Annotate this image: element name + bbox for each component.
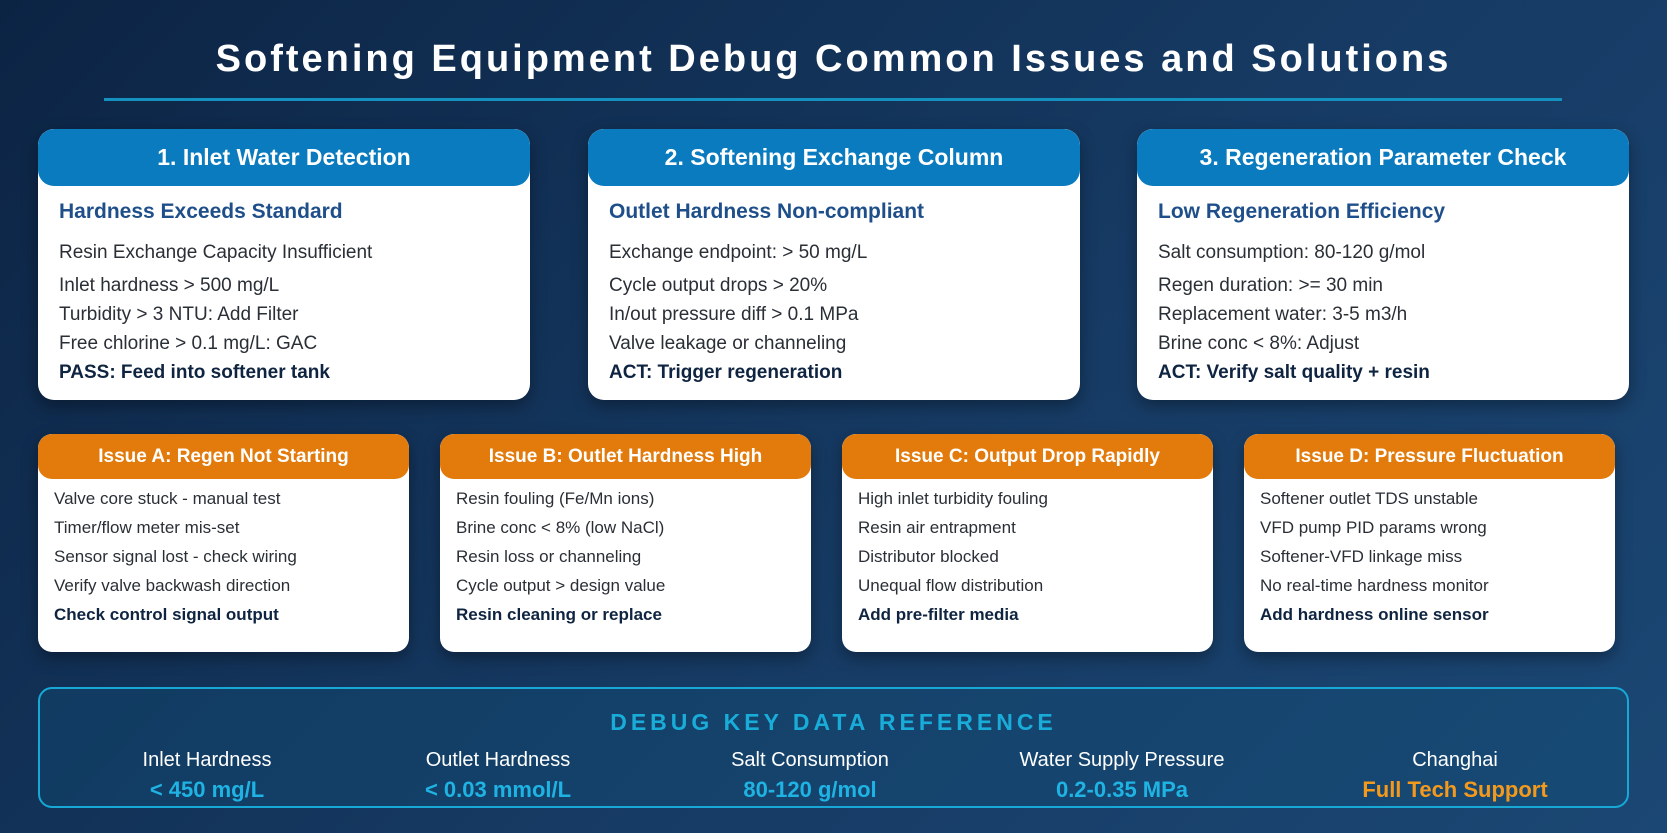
issue-action: Resin cleaning or replace xyxy=(456,605,662,624)
issue-line: VFD pump PID params wrong xyxy=(1260,518,1487,537)
card-line: Inlet hardness > 500 mg/L xyxy=(59,275,280,296)
reference-label: Outlet Hardness xyxy=(425,749,571,771)
card-subtitle: Outlet Hardness Non-compliant xyxy=(609,200,925,223)
card-inlet-water-detection: 1. Inlet Water Detection Hardness Exceed… xyxy=(38,129,530,400)
reference-value: 80-120 g/mol xyxy=(743,777,877,802)
page-title: Softening Equipment Debug Common Issues … xyxy=(215,38,1452,80)
issue-line: Unequal flow distribution xyxy=(858,576,1044,595)
card-action: ACT: Trigger regeneration xyxy=(609,362,843,383)
reference-item-outlet-hardness: Outlet Hardness < 0.03 mmol/L xyxy=(348,749,648,803)
issue-action: Add pre-filter media xyxy=(858,605,1019,624)
card-line: Regen duration: >= 30 min xyxy=(1158,275,1383,296)
card-line: Cycle output drops > 20% xyxy=(609,275,828,296)
issue-line: Softener-VFD linkage miss xyxy=(1260,547,1463,566)
issue-line: Resin fouling (Fe/Mn ions) xyxy=(456,489,655,508)
reference-item-changhai: Changhai Full Tech Support xyxy=(1305,749,1605,803)
issue-header: Issue C: Output Drop Rapidly xyxy=(842,434,1213,479)
card-line: In/out pressure diff > 0.1 MPa xyxy=(609,304,859,325)
reference-item-water-supply-pressure: Water Supply Pressure 0.2-0.35 MPa xyxy=(972,749,1272,803)
card-subtitle: Hardness Exceeds Standard xyxy=(59,200,343,223)
card-line: Exchange endpoint: > 50 mg/L xyxy=(609,242,868,263)
card-line: Turbidity > 3 NTU: Add Filter xyxy=(59,304,299,325)
issue-action: Add hardness online sensor xyxy=(1260,605,1489,624)
issue-line: High inlet turbidity fouling xyxy=(858,489,1048,508)
issue-card-b: Issue B: Outlet Hardness High Resin foul… xyxy=(440,434,811,652)
title-divider xyxy=(104,98,1562,101)
reference-item-salt-consumption: Salt Consumption 80-120 g/mol xyxy=(660,749,960,803)
issue-line: Distributor blocked xyxy=(858,547,999,566)
reference-label: Changhai xyxy=(1412,749,1498,771)
reference-title: DEBUG KEY DATA REFERENCE xyxy=(610,709,1057,735)
card-regeneration-parameter-check: 3. Regeneration Parameter Check Low Rege… xyxy=(1137,129,1629,400)
issue-line: Resin air entrapment xyxy=(858,518,1016,537)
issue-line: Resin loss or channeling xyxy=(456,547,642,566)
card-line: Resin Exchange Capacity Insufficient xyxy=(59,242,373,263)
issue-line: Timer/flow meter mis-set xyxy=(54,518,240,537)
card-action: ACT: Verify salt quality + resin xyxy=(1158,362,1430,383)
card-line: Free chlorine > 0.1 mg/L: GAC xyxy=(59,333,318,354)
issue-line: Sensor signal lost - check wiring xyxy=(54,547,297,566)
reference-label: Salt Consumption xyxy=(731,749,889,771)
issue-action: Check control signal output xyxy=(54,605,279,624)
card-action: PASS: Feed into softener tank xyxy=(59,362,330,383)
issue-line: Valve core stuck - manual test xyxy=(54,489,281,508)
card-softening-exchange-column: 2. Softening Exchange Column Outlet Hard… xyxy=(588,129,1080,400)
issue-line: No real-time hardness monitor xyxy=(1260,576,1489,595)
card-subtitle: Low Regeneration Efficiency xyxy=(1158,200,1446,223)
card-line: Salt consumption: 80-120 g/mol xyxy=(1158,242,1426,263)
issue-line: Softener outlet TDS unstable xyxy=(1260,489,1478,508)
reference-value: < 450 mg/L xyxy=(149,777,265,802)
issue-line: Verify valve backwash direction xyxy=(54,576,291,595)
issue-line: Brine conc < 8% (low NaCl) xyxy=(456,518,665,537)
issue-card-c: Issue C: Output Drop Rapidly High inlet … xyxy=(842,434,1213,652)
issue-header: Issue B: Outlet Hardness High xyxy=(440,434,811,479)
reference-value: 0.2-0.35 MPa xyxy=(1055,777,1189,802)
issue-header: Issue D: Pressure Fluctuation xyxy=(1244,434,1615,479)
card-header: 3. Regeneration Parameter Check xyxy=(1137,129,1629,186)
card-header: 1. Inlet Water Detection xyxy=(38,129,530,186)
card-header: 2. Softening Exchange Column xyxy=(588,129,1080,186)
issue-header: Issue A: Regen Not Starting xyxy=(38,434,409,479)
issue-line: Cycle output > design value xyxy=(456,576,666,595)
issue-card-d: Issue D: Pressure Fluctuation Softener o… xyxy=(1244,434,1615,652)
reference-item-inlet-hardness: Inlet Hardness < 450 mg/L xyxy=(57,749,357,803)
issue-card-a: Issue A: Regen Not Starting Valve core s… xyxy=(38,434,409,652)
reference-label: Water Supply Pressure xyxy=(1019,749,1225,771)
debug-key-data-reference-panel: DEBUG KEY DATA REFERENCE Inlet Hardness … xyxy=(38,687,1629,808)
card-line: Brine conc < 8%: Adjust xyxy=(1158,333,1360,354)
card-line: Valve leakage or channeling xyxy=(609,333,847,354)
reference-value: Full Tech Support xyxy=(1362,777,1548,802)
card-line: Replacement water: 3-5 m3/h xyxy=(1158,304,1408,325)
reference-value: < 0.03 mmol/L xyxy=(424,777,572,802)
reference-label: Inlet Hardness xyxy=(142,749,272,771)
